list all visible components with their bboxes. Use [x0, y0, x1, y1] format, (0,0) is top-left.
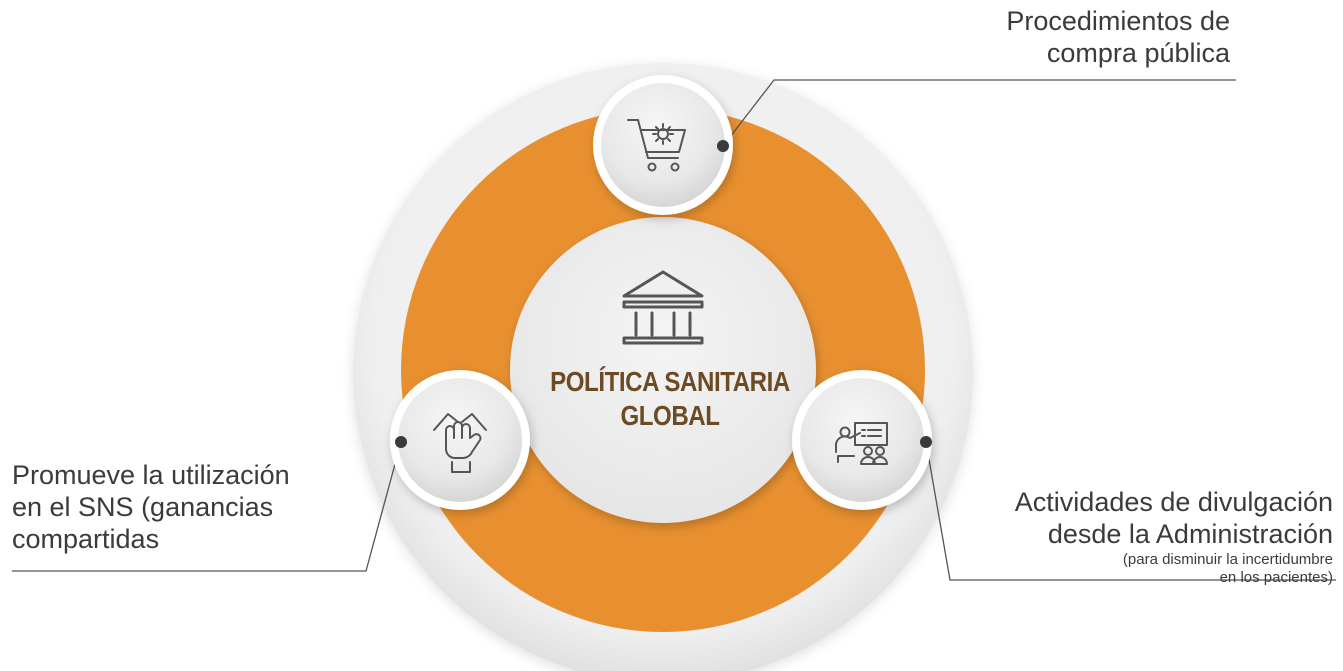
center-title-line-2: GLOBAL	[620, 399, 720, 431]
label-sns-usage-line-2: en el SNS (ganancias	[12, 491, 274, 522]
label-sns-usage-line-3: compartidas	[12, 523, 160, 554]
connector-dot-right	[920, 436, 932, 448]
label-outreach-line-1: Actividades de divulgación	[1014, 487, 1333, 517]
connector-left	[12, 441, 402, 572]
node-top	[593, 75, 733, 215]
label-outreach-line-2: desde la Administración	[1047, 518, 1333, 549]
connector-dot-left	[395, 436, 407, 448]
joined-hands-icon	[433, 413, 487, 473]
connector-right	[925, 441, 1336, 581]
label-sns-usage-line-1: Promueve la utilización	[12, 460, 290, 490]
government-building-icon	[622, 270, 704, 345]
label-procurement-line-1: Procedimientos de	[1006, 6, 1230, 36]
label-procurement-line-2: compra pública	[1046, 37, 1230, 68]
node-left	[390, 370, 530, 510]
center-title: POLÍTICA SANITARIA GLOBAL	[532, 365, 807, 432]
label-sns-usage: Promueve la utilización en el SNS (ganan…	[12, 460, 290, 556]
connector-dot-top	[717, 140, 729, 152]
label-outreach-note-line-2: en los pacientes)	[1219, 569, 1333, 587]
connector-top	[722, 79, 1236, 147]
shopping-cart-gear-icon	[627, 119, 686, 172]
label-outreach: Actividades de divulgación desde la Admi…	[1015, 487, 1333, 588]
center-disc	[510, 217, 816, 523]
center-title-line-1: POLÍTICA SANITARIA	[550, 366, 790, 397]
node-right	[792, 370, 932, 510]
label-outreach-note-line-1: (para disminuir la incertidumbre	[1122, 550, 1333, 568]
presentation-audience-icon	[835, 422, 888, 465]
label-procurement: Procedimientos de compra pública	[1006, 6, 1230, 70]
